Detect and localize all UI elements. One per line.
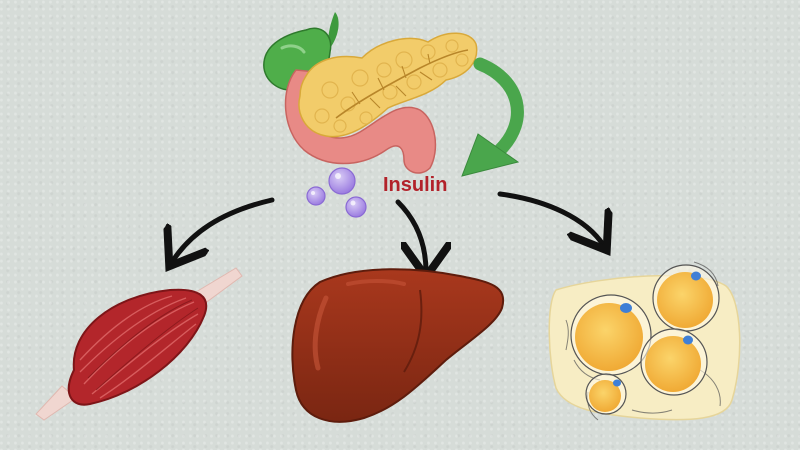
insulin-molecules — [306, 167, 367, 218]
insulin-label: Insulin — [383, 174, 448, 196]
feedback-arrow — [461, 57, 524, 177]
pancreas-icon — [298, 32, 478, 138]
insulin-molecule — [345, 196, 367, 218]
nucleus — [683, 335, 693, 345]
adipose-tissue-icon — [548, 261, 741, 421]
nucleus — [613, 379, 621, 387]
insulin-molecule — [306, 186, 326, 206]
nucleus — [620, 303, 632, 313]
arrow-to-muscle — [172, 197, 275, 262]
liver-icon — [291, 268, 505, 423]
fat-cell — [640, 328, 708, 396]
nucleus — [691, 271, 701, 281]
arrow-to-fat — [497, 191, 604, 246]
arrows — [172, 191, 604, 272]
insulin-molecule — [328, 167, 356, 195]
fat-cell — [652, 264, 720, 332]
fat-cell — [570, 294, 652, 376]
arrow-to-liver — [395, 199, 426, 272]
fat-cell — [585, 373, 627, 415]
skeletal-muscle-icon — [35, 267, 243, 421]
pancreas-organ — [263, 12, 478, 174]
